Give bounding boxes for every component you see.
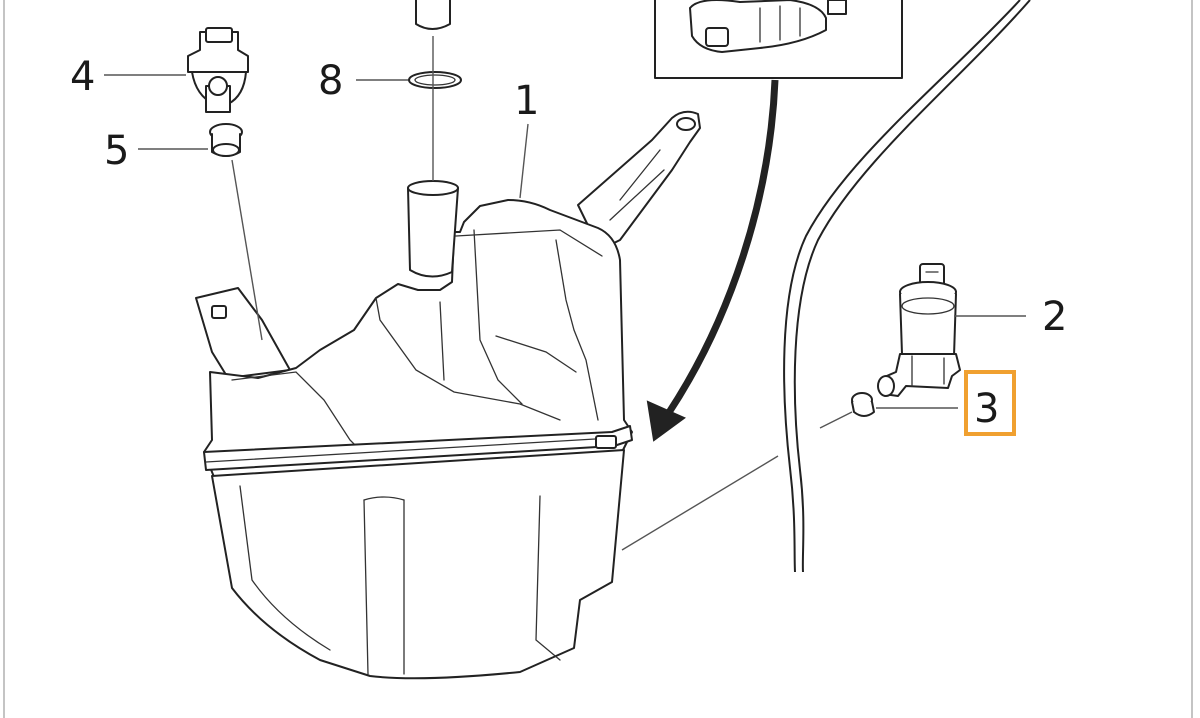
leader-5-to-tank xyxy=(231,159,263,341)
callout-8[interactable]: 8 xyxy=(318,58,343,104)
leader-3-to-tank xyxy=(621,455,779,551)
direction-arrow xyxy=(646,79,779,442)
leader-3-dash xyxy=(819,411,853,429)
part-1-reservoir xyxy=(195,110,701,680)
callout-4[interactable]: 4 xyxy=(70,54,95,100)
part-5-grommet xyxy=(209,123,243,157)
callout-5[interactable]: 5 xyxy=(104,128,129,174)
part-3-grommet xyxy=(851,392,875,417)
part-4-valve xyxy=(187,27,249,113)
part-8-oring xyxy=(408,71,462,89)
callout-2[interactable]: 2 xyxy=(1042,294,1067,340)
filler-tube-top xyxy=(415,0,451,30)
callout-1[interactable]: 1 xyxy=(514,78,539,124)
part-2-pump xyxy=(877,263,961,397)
detail-inset xyxy=(654,0,903,79)
leader-1 xyxy=(519,123,529,199)
leader-lines xyxy=(104,36,1026,551)
callout-3-highlight-box xyxy=(964,370,1016,436)
washer-hose xyxy=(783,0,1031,573)
callout-3[interactable]: 3 xyxy=(974,386,999,432)
